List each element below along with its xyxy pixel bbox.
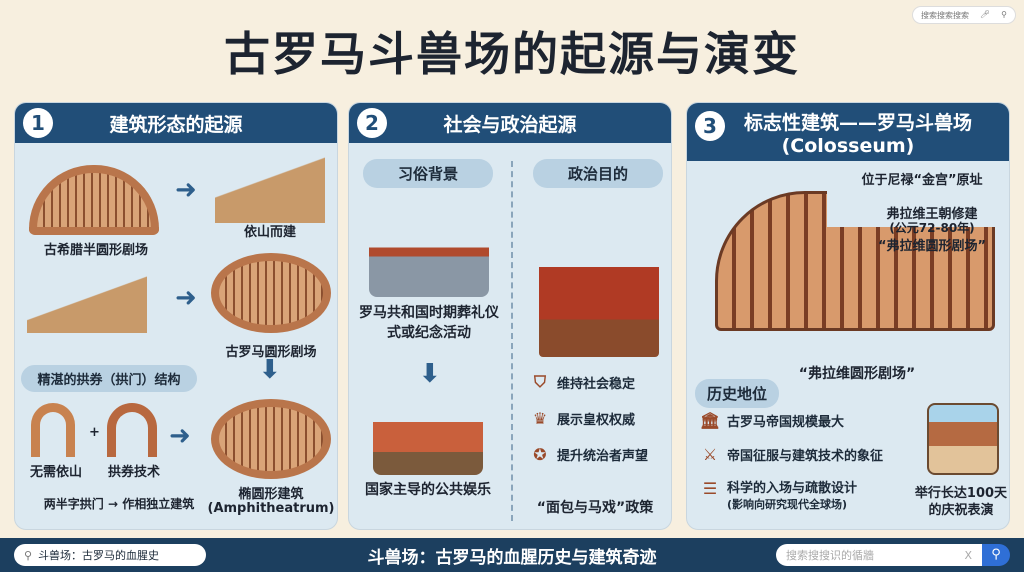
political-heading: 政治目的 <box>533 159 663 188</box>
history-text: 帝国征服与建筑技术的象征 <box>727 448 884 464</box>
panel-header: 2 社会与政治起源 <box>349 103 671 143</box>
top-search-bar[interactable]: 搜索搜索搜索 🎤︎ ⚲ <box>912 6 1016 24</box>
callout-name: “弗拉维圆形剧场” <box>877 239 987 254</box>
hillside-label: 依山而建 <box>243 225 296 240</box>
greek-theatre-label: 古希腊半圆形剧场 <box>43 243 148 258</box>
purpose-text: 维持社会稳定 <box>557 376 636 392</box>
purpose-item: ♛ 展示皇权权威 <box>529 407 648 429</box>
no-hill-label: 无需依山 <box>29 465 82 480</box>
elliptical-en-label: (Amphitheatrum) <box>207 501 335 516</box>
elliptical-label: 椭圆形建筑 <box>238 487 304 502</box>
hill-illustration <box>27 273 147 333</box>
panel-social-political-origin: 2 社会与政治起源 习俗背景 政治目的 罗马共和国时期葬礼仪式或纪念活动 ⬇ 国家… <box>348 102 672 530</box>
state-entertainment-label: 国家主导的公共娱乐 <box>365 482 491 498</box>
callout-golden-house: 位于尼禄“金宫”原址 <box>861 173 983 188</box>
history-heading: 历史地位 <box>695 379 779 408</box>
bread-circus-label: “面包与马戏”政策 <box>536 500 654 516</box>
panel-number: 3 <box>695 111 725 141</box>
arch-tech-label: 拱券技术 <box>107 465 160 480</box>
panel-architecture-origin: 1 建筑形态的起源 古希腊半圆形剧场 ➜ 依山而建 ➜ 古罗马圆形剧场 ⬇ 精湛的… <box>14 102 338 530</box>
funeral-label: 罗马共和国时期葬礼仪式或纪念活动 <box>359 305 499 341</box>
left-search-bar[interactable]: ⚲ 斗兽场：古罗马的血腥史 <box>14 544 206 566</box>
two-arches-label: 两半字拱门 → 作相独立建筑 <box>43 497 195 511</box>
top-search-placeholder: 搜索搜索搜索 <box>921 11 969 20</box>
arrow-down-icon: ⬇ <box>259 355 281 385</box>
panel-header: 3 标志性建筑——罗马斗兽场(Colosseum) <box>687 103 1009 161</box>
crown-icon: ♛ <box>532 408 548 428</box>
search-button[interactable]: ⚲ <box>982 544 1010 566</box>
purpose-item: ✪ 提升统治者声望 <box>529 443 648 465</box>
left-search-value: 斗兽场：古罗马的血腥史 <box>38 549 160 562</box>
arrow-right-icon: ➜ <box>175 175 197 205</box>
history-text: 科学的入场与疏散设计 <box>727 481 858 496</box>
shield-star-icon: ⛉ <box>533 372 546 391</box>
search-icon[interactable]: ⚲ <box>1001 10 1007 19</box>
purpose-item: ⛉ 维持社会稳定 <box>529 371 648 393</box>
stairs-icon: ☰ <box>702 478 718 498</box>
celebration-image <box>927 403 999 475</box>
purpose-list: ⛉ 维持社会稳定 ♛ 展示皇权权威 ✪ 提升统治者声望 <box>529 371 648 465</box>
roman-amphitheatre-illustration <box>211 253 331 333</box>
right-search-placeholder: 搜索搜搜识的循牆 <box>786 549 874 562</box>
temple-icon: 🏛︎ <box>699 410 721 430</box>
arrow-right-icon: ➜ <box>169 421 191 451</box>
bottom-title: 斗兽场：古罗马的血腥历史与建筑奇迹 <box>367 548 657 568</box>
panel-colosseum: 3 标志性建筑——罗马斗兽场(Colosseum) 位于尼禄“金宫”原址 弗拉维王… <box>686 102 1010 530</box>
hillside-illustration <box>215 143 325 223</box>
mic-icon[interactable]: 🎤︎ <box>979 10 991 19</box>
clear-icon[interactable]: X <box>964 548 972 562</box>
panel-title: 标志性建筑——罗马斗兽场 <box>743 111 972 134</box>
history-text: 古罗马帝国规模最大 <box>727 414 845 430</box>
celebration-label: 举行长达100天的庆祝表演 <box>914 486 1008 518</box>
public-entertainment-illustration <box>373 399 483 475</box>
history-item: ⚔ 帝国征服与建筑技术的象征 <box>699 443 883 465</box>
arch-icon <box>107 403 157 457</box>
panel-title: 社会与政治起源 <box>443 113 577 136</box>
roman-amphitheatre-label: 古罗马圆形剧场 <box>225 345 317 360</box>
panel-title: 建筑形态的起源 <box>109 113 243 136</box>
history-item: 🏛︎ 古罗马帝国规模最大 <box>699 409 883 431</box>
divider <box>511 161 513 521</box>
search-icon: ⚲ <box>24 548 33 562</box>
callout-flavian: 弗拉维王朝修建 <box>886 207 978 222</box>
colosseum-caption: “弗拉维圆形剧场” <box>798 366 916 382</box>
page-title: 古罗马斗兽场的起源与演变 <box>224 27 800 81</box>
medal-icon: ✪ <box>533 444 547 464</box>
panel-header: 1 建筑形态的起源 <box>15 103 337 143</box>
panel-number: 1 <box>23 108 53 138</box>
arrow-right-icon: ➜ <box>175 283 197 313</box>
purpose-text: 提升统治者声望 <box>557 448 649 464</box>
elliptical-building-illustration <box>211 399 331 479</box>
history-subtext: (影响向研究现代全球场) <box>727 498 848 511</box>
arch-heading: 精湛的拱券（拱门）结构 <box>21 365 197 392</box>
emperor-illustration <box>539 207 659 357</box>
history-item: ☰ 科学的入场与疏散设计 (影响向研究现代全球场) <box>699 477 883 512</box>
panel-number: 2 <box>357 108 387 138</box>
greek-theatre-illustration <box>29 165 159 235</box>
custom-heading: 习俗背景 <box>363 159 493 188</box>
right-search-input[interactable]: 搜索搜搜识的循牆 X <box>776 544 982 566</box>
purpose-text: 展示皇权权威 <box>557 412 636 428</box>
callout-years: (公元72-80年) <box>889 221 975 235</box>
crossed-swords-icon: ⚔ <box>702 444 718 464</box>
arrow-down-icon: ⬇ <box>419 359 441 389</box>
search-icon: ⚲ <box>991 547 1001 562</box>
panel-title-en: (Colosseum) <box>781 134 915 157</box>
plus-sign: + <box>89 425 100 440</box>
history-list: 🏛︎ 古罗马帝国规模最大 ⚔ 帝国征服与建筑技术的象征 ☰ 科学的入场与疏散设计 (影响… <box>699 409 883 512</box>
callout-background <box>827 173 997 227</box>
arch-icon <box>31 403 75 457</box>
funeral-scene-illustration <box>369 207 489 297</box>
